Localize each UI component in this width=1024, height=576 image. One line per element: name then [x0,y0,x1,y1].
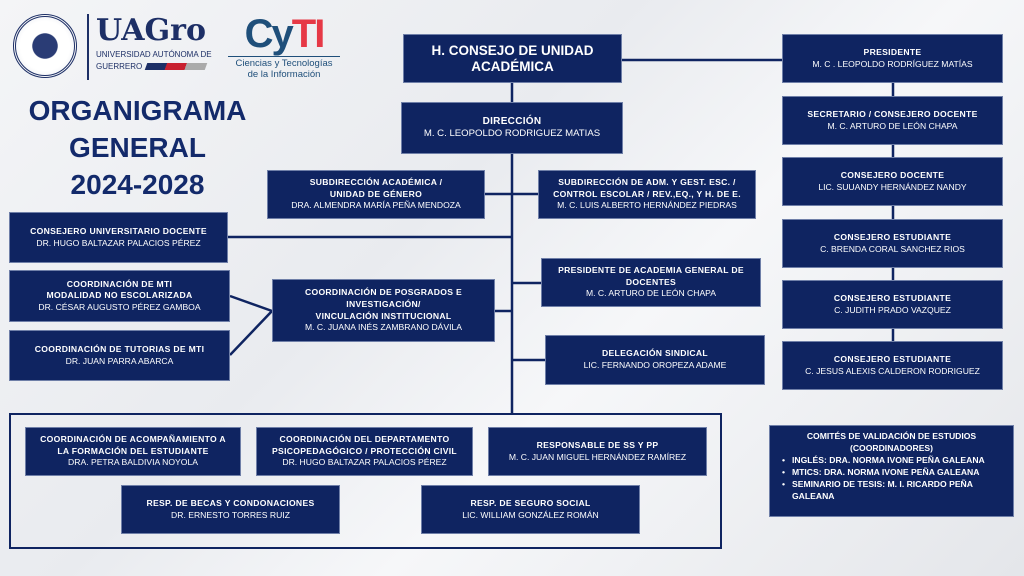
box-title: RESP. DE BECAS Y CONDONACIONES [146,497,315,508]
box-title: COORDINACIÓN DE MTI [66,278,173,289]
box-name: DRA. ALMENDRA MARÍA PEÑA MENDOZA [291,200,461,211]
comites-list: INGLÉS: DRA. NORMA IVONE PEÑA GALEANA MT… [776,454,1007,502]
box-name: M. C. ARTURO DE LEÓN CHAPA [827,120,958,131]
box-title: COORDINACIÓN DE POSGRADOS E [304,287,463,298]
box-title: PSICOPEDAGÓGICO / PROTECCIÓN CIVIL [272,445,457,456]
title-line: ORGANIGRAMA [28,95,247,126]
box-name: C. JUDITH PRADO VAZQUEZ [834,304,951,315]
uagro-color-stripes [144,63,208,70]
comites-box: COMITÉS DE VALIDACIÓN DE ESTUDIOS (COORD… [769,425,1014,517]
box-title: PRESIDENTE DE ACADEMIA GENERAL DE [558,265,744,276]
box-name: DR. HUGO BALTAZAR PALACIOS PÉREZ [282,457,447,468]
box-title: DOCENTES [625,276,677,287]
cyti-subtitle: Ciencias y Tecnologías [228,56,340,69]
box-name: C. BRENDA CORAL SANCHEZ RIOS [820,243,965,254]
box-title: PRESIDENTE [863,46,922,57]
title-line: GENERAL [69,132,206,163]
box-name: DR. CÉSAR AUGUSTO PÉREZ GAMBOA [38,301,201,312]
box-title: (COORDINADORES) [849,443,934,454]
box-title: CONTROL ESCOLAR / REV.,EQ., Y H. DE E. [553,188,741,199]
box-title: SECRETARIO / CONSEJERO DOCENTE [807,108,978,119]
list-item: SEMINARIO DE TESIS: M. I. RICARDO PEÑA G… [776,478,1007,502]
box-name: LIC. FERNANDO OROPEZA ADAME [583,360,727,370]
consejo-box: H. CONSEJO DE UNIDAD ACADÉMICA [403,34,622,83]
uagro-subtitle-2: GUERRERO [96,62,143,71]
box-title: COORDINACIÓN DE TUTORIAS DE MTI [34,343,205,354]
box-title: H. CONSEJO DE UNIDAD ACADÉMICA [431,42,594,74]
box-name: M. C . LEOPOLDO RODRÍGUEZ MATÍAS [812,58,973,69]
list-item: INGLÉS: DRA. NORMA IVONE PEÑA GALEANA [776,454,1007,466]
box-title: CONSEJERO ESTUDIANTE [833,292,952,303]
uagro-subtitle: UNIVERSIDAD AUTÓNOMA DE [96,50,212,59]
box-name: C. JESUS ALEXIS CALDERON RODRIGUEZ [805,365,980,376]
page-title: ORGANIGRAMA GENERAL 2024-2028 [10,92,265,203]
box-name: DR. JUAN PARRA ABARCA [65,355,174,366]
sub-academica-box: SUBDIRECCIÓN ACADÉMICA /UNIDAD DE GÉNERO… [267,170,485,219]
box-name: DRA. PETRA BALDIVIA NOYOLA [68,457,198,468]
title-line: 2024-2028 [70,169,205,200]
box-title: CONSEJERO ESTUDIANTE [833,231,952,242]
box-name: M. C. LUIS ALBERTO HERNÁNDEZ PIEDRAS [557,200,737,211]
box-name: M. C. JUAN MIGUEL HERNÁNDEZ RAMÍREZ [508,451,687,462]
box-name: LIC. SUUANDY HERNÁNDEZ NANDY [818,181,967,192]
box-title: COMITÉS DE VALIDACIÓN DE ESTUDIOS [806,431,977,441]
cyti-logo: CyTI Ciencias y Tecnologías de la Inform… [228,12,340,80]
box-title: DELEGACIÓN SINDICAL [602,348,708,359]
box-name: M. C. LEOPOLDO RODRIGUEZ MATIAS [423,128,601,140]
box-title: SUBDIRECCIÓN ACADÉMICA / [309,177,443,188]
box-title: CONSEJERO UNIVERSITARIO DOCENTE [30,225,207,236]
box-title: RESP. DE SEGURO SOCIAL [470,497,591,508]
box-title: MODALIDAD NO ESCOLARIZADA [46,290,193,301]
sub-adm-box: SUBDIRECCIÓN DE ADM. Y GEST. ESC. /CONTR… [538,170,756,219]
bottom-group-container [9,413,722,549]
uagro-divider [87,14,89,80]
box-name: M. C. ARTURO DE LEÓN CHAPA [585,288,717,299]
box-title: LA FORMACIÓN DEL ESTUDIANTE [57,445,209,456]
box-title: COORDINACIÓN DEL DEPARTAMENTO [279,434,450,445]
box-name: DR. ERNESTO TORRES RUIZ [171,509,290,520]
uagro-name: UAGro [96,13,206,48]
box-name: M. C. JUANA INÉS ZAMBRANO DÁVILA [304,322,463,333]
list-item: MTICS: DRA. NORMA IVONE PEÑA GALEANA [776,466,1007,478]
cyti-subtitle-2: de la Información [247,69,321,80]
box-title: VINCULACIÓN INSTITUCIONAL [315,310,452,321]
box-title: UNIDAD DE GÉNERO [329,188,423,199]
cyti-ti: TI [291,12,326,56]
box-title: SUBDIRECCIÓN DE ADM. Y GEST. ESC. / [558,177,736,188]
box-name: DR. HUGO BALTAZAR PALACIOS PÉREZ [36,237,201,248]
cyti-cy: Cy [244,12,294,56]
box-name: LIC. WILLIAM GONZÁLEZ ROMÁN [462,509,599,520]
box-title: INVESTIGACIÓN/ [346,298,421,309]
box-title: COORDINACIÓN DE ACOMPAÑAMIENTO A [40,434,226,445]
box-title: CONSEJERO ESTUDIANTE [833,353,952,364]
uagro-seal-logo [13,14,77,78]
box-title: RESPONSABLE DE SS Y PP [536,439,659,450]
uagro-wordmark: UAGro UNIVERSIDAD AUTÓNOMA DE GUERRERO [96,13,212,72]
box-title: CONSEJERO DOCENTE [840,169,945,180]
box-title: DIRECCIÓN [482,115,542,127]
